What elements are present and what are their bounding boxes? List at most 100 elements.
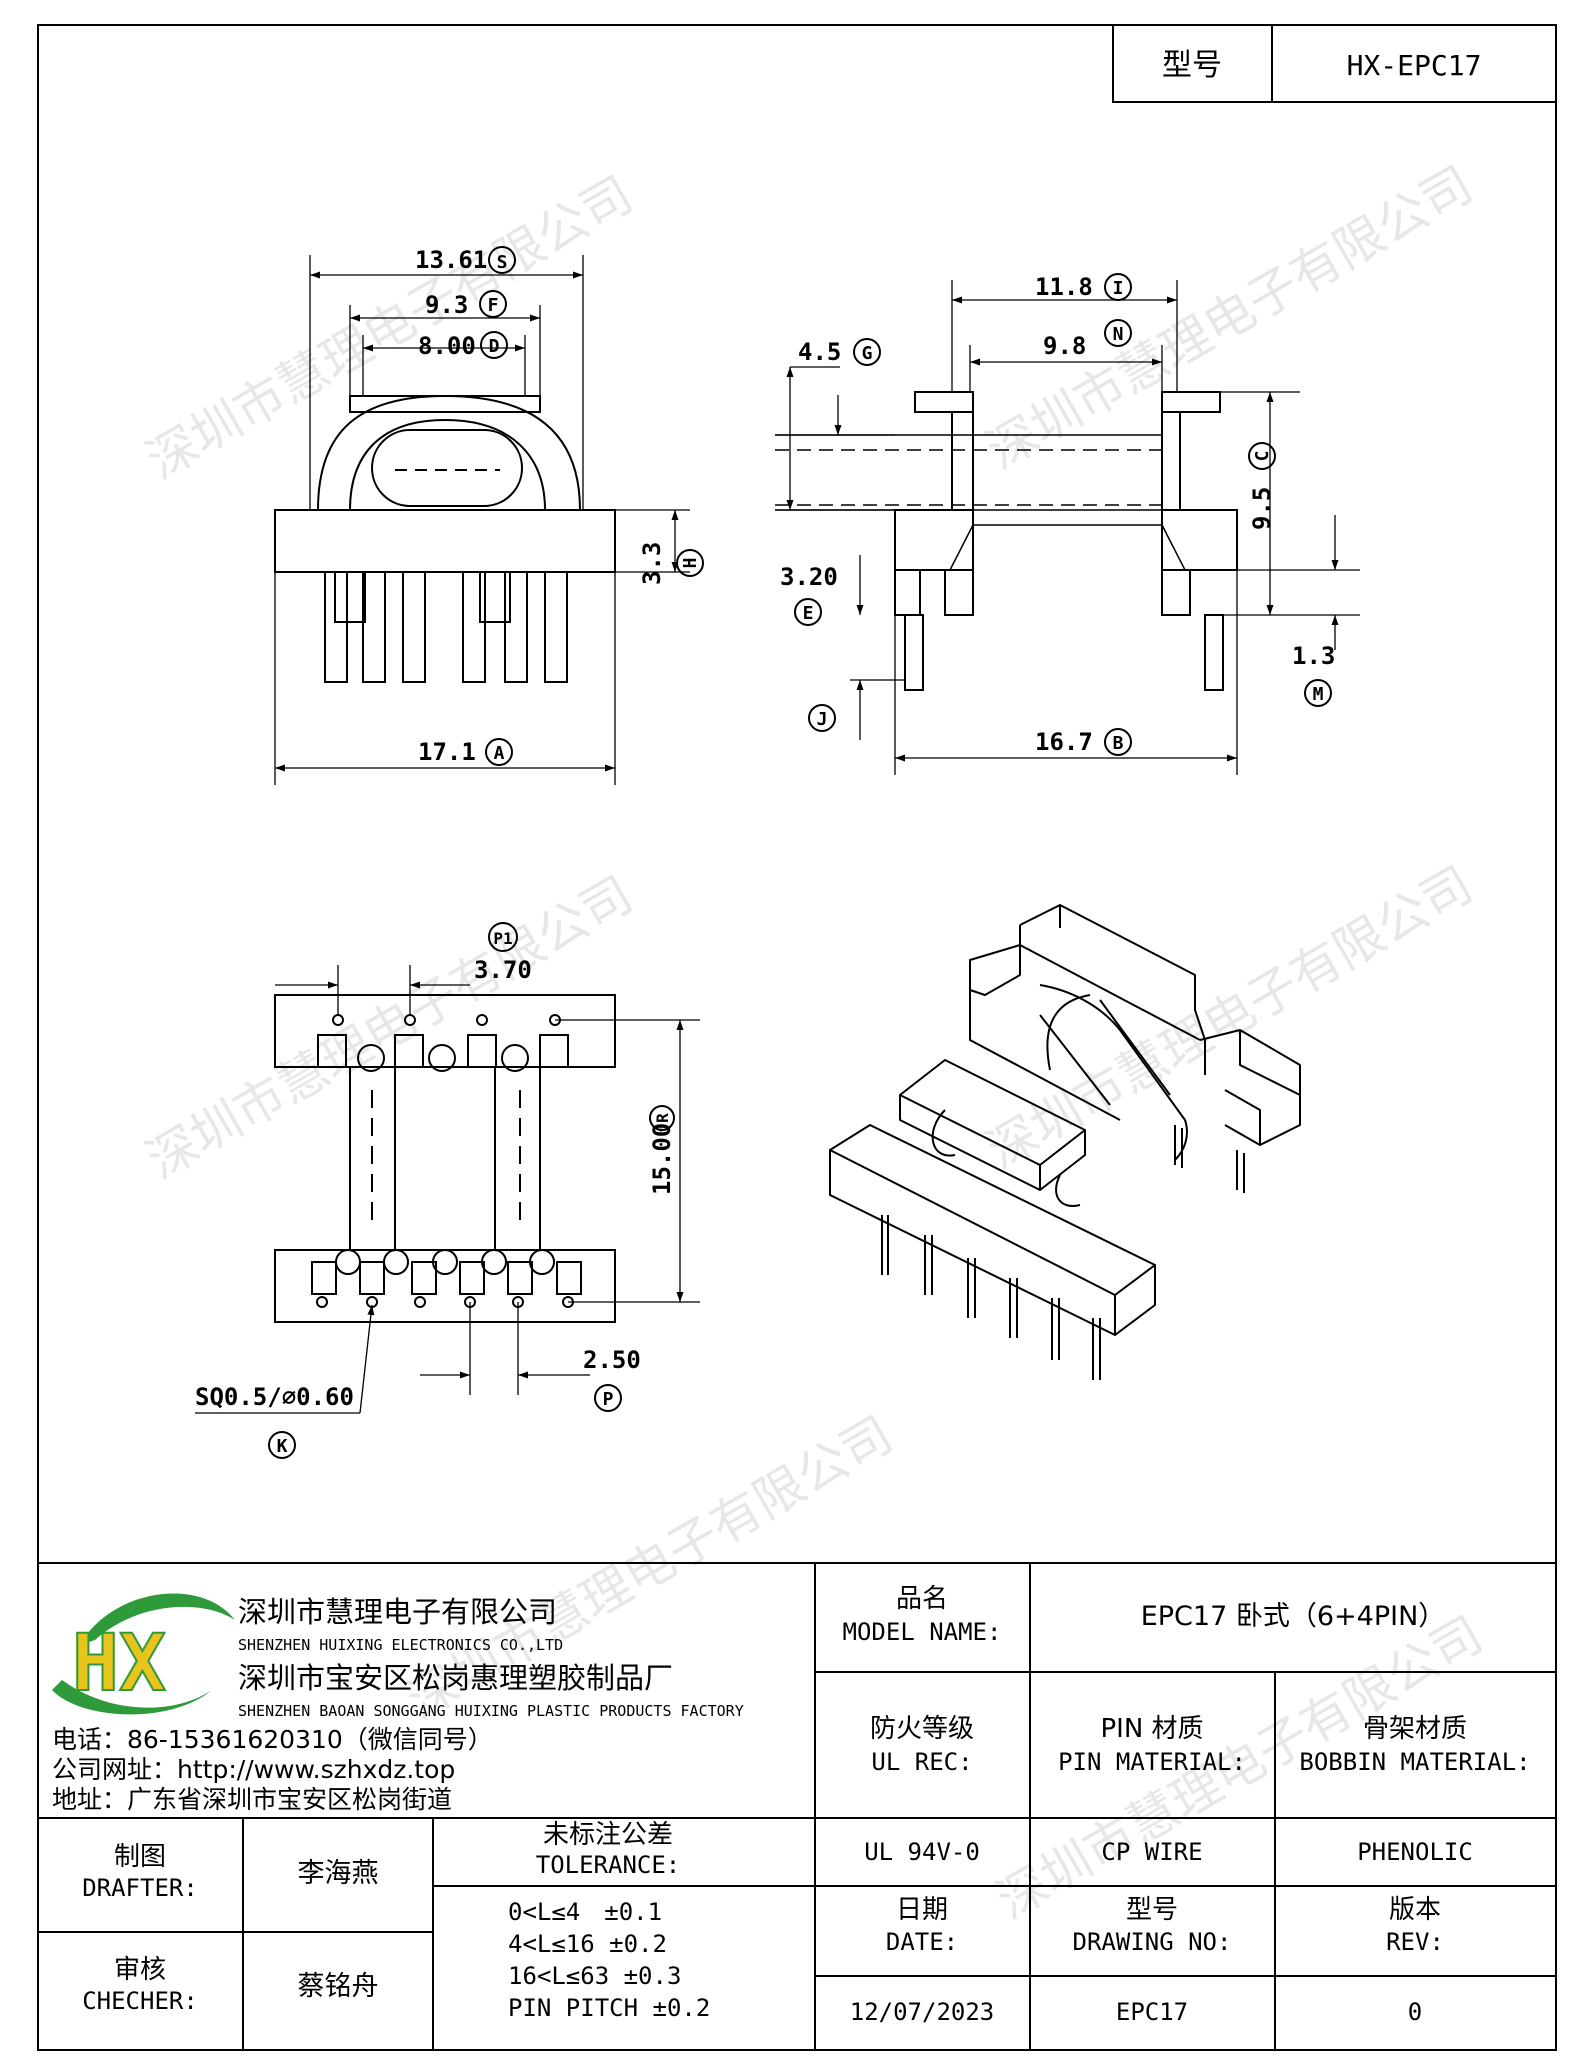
front-view — [274, 255, 690, 785]
tolerance-line-1: 0<L≤4 ±0.1 — [508, 1898, 662, 1926]
dim-a-value: 17.1 — [418, 738, 476, 766]
header-model-label: 型号 — [1162, 48, 1222, 83]
pin-material-cn: PIN 材质 — [1100, 1714, 1203, 1744]
title-block — [38, 1562, 1556, 2050]
header-model-value: HX-EPC17 — [1347, 49, 1482, 82]
checker-cn: 审核 — [114, 1955, 166, 1985]
header-model-box: 型号 HX-EPC17 — [1112, 24, 1557, 103]
callout-p1-label: P1 — [493, 929, 512, 948]
sheet-border — [37, 24, 1557, 2051]
drawing-no-value: EPC17 — [1116, 1998, 1188, 2026]
tolerance-line-4: PIN PITCH ±0.2 — [508, 1994, 710, 2022]
model-name-cn: 品名 — [896, 1584, 948, 1614]
callout-r-label: R — [653, 1113, 672, 1123]
dim-k-value: SQ0.5/⌀0.60 — [195, 1383, 354, 1411]
callout-h-circle — [676, 549, 704, 577]
callout-j-label: J — [817, 709, 828, 730]
watermark-1: 深圳市慧理电子有限公司 — [137, 165, 642, 490]
watermark-2: 深圳市慧理电子有限公司 — [977, 155, 1482, 480]
callout-c-label: C — [1252, 451, 1273, 462]
factory-name-en: SHENZHEN BAOAN SONGGANG HUIXING PLASTIC … — [238, 1702, 744, 1720]
tolerance-cn: 未标注公差 — [543, 1820, 673, 1850]
drawing-no-en: DRAWING NO: — [1073, 1928, 1232, 1956]
drafter-en: DRAFTER: — [82, 1874, 198, 1902]
callout-n-circle — [1104, 319, 1132, 347]
callout-g-circle — [853, 338, 881, 366]
date-cn: 日期 — [896, 1895, 948, 1925]
side-view-labels: 11.8 I 9.8 N 4.5 G 9.5 C 3.20 E J 1.3 M … — [780, 273, 1335, 756]
dim-p1-value: 3.70 — [474, 956, 532, 984]
callout-i-label: I — [1113, 278, 1124, 299]
isometric-view — [829, 904, 1301, 1380]
rev-cn: 版本 — [1389, 1895, 1441, 1925]
callout-h-label: H — [680, 558, 701, 569]
dim-g-value: 4.5 — [798, 338, 841, 366]
dim-m-value: 1.3 — [1292, 642, 1335, 670]
factory-name-cn: 深圳市宝安区松岗惠理塑胶制品厂 — [238, 1661, 673, 1695]
tolerance-line-3: 16<L≤63 ±0.3 — [508, 1962, 681, 1990]
callout-g-label: G — [862, 343, 873, 364]
model-name-en: MODEL NAME: — [843, 1618, 1002, 1646]
dim-r-value: 15.00 — [648, 1123, 676, 1195]
tolerance-line-2: 4<L≤16 ±0.2 — [508, 1930, 667, 1958]
callout-e-circle — [794, 598, 822, 626]
tolerance-en: TOLERANCE: — [536, 1851, 681, 1879]
watermark-3: 深圳市慧理电子有限公司 — [137, 865, 642, 1190]
callout-a-circle — [485, 738, 513, 766]
ul-rec-en: UL REC: — [871, 1748, 972, 1776]
callout-m-label: M — [1313, 684, 1324, 705]
bottom-view — [195, 965, 700, 1414]
company-address: 地址：广东省深圳市宝安区松岗街道 — [52, 1785, 452, 1814]
dim-b-value: 16.7 — [1035, 728, 1093, 756]
ul-rec-cn: 防火等级 — [870, 1714, 974, 1744]
dim-d-value: 8.00 — [418, 332, 476, 360]
callout-j-circle — [808, 704, 836, 732]
dim-c-value: 9.5 — [1248, 487, 1276, 530]
date-en: DATE: — [886, 1928, 958, 1956]
callout-d-circle — [480, 331, 508, 359]
title-block-text: 品名 MODEL NAME: EPC17 卧式（6+4PIN） 防火等级 UL … — [82, 1584, 1530, 2026]
dim-e-value: 3.20 — [780, 563, 838, 591]
company-info: 深圳市慧理电子有限公司 SHENZHEN HUIXING ELECTRONICS… — [52, 1595, 744, 1814]
pin-material-value: CP WIRE — [1101, 1838, 1202, 1866]
checker-en: CHECHER: — [82, 1987, 198, 2015]
rev-value: 0 — [1408, 1998, 1422, 2026]
drafter-cn: 制图 — [114, 1842, 166, 1872]
callout-b-circle — [1104, 728, 1132, 756]
callout-r-circle — [649, 1105, 675, 1131]
front-view-labels: 13.61 S 9.3 F 8.00 D 17.1 A 3.3 H — [415, 246, 704, 766]
bottom-view-labels: P1 3.70 15.00 R 2.50 P SQ0.5/⌀0.60 K — [195, 922, 676, 1459]
callout-p-label: P — [603, 1389, 614, 1410]
drawing-no-cn: 型号 — [1126, 1895, 1178, 1925]
callout-c-circle — [1248, 442, 1276, 470]
drafter-name: 李海燕 — [298, 1858, 379, 1889]
callout-s-circle — [488, 246, 516, 274]
callout-s-label: S — [497, 252, 508, 273]
logo-swoosh-bottom — [52, 1680, 212, 1715]
callout-p-circle — [594, 1384, 622, 1412]
callout-e-label: E — [803, 603, 814, 624]
logo-swoosh-top — [80, 1593, 235, 1645]
callout-k-label: K — [277, 1436, 288, 1457]
dim-n-value: 9.8 — [1043, 332, 1086, 360]
callout-b-label: B — [1113, 733, 1124, 754]
checker-name: 蔡铭舟 — [298, 1971, 379, 2002]
company-name-cn: 深圳市慧理电子有限公司 — [238, 1595, 557, 1629]
callout-m-circle — [1304, 679, 1332, 707]
company-website: 公司网址：http://www.szhxdz.top — [52, 1755, 455, 1784]
pin-material-en: PIN MATERIAL: — [1058, 1748, 1246, 1776]
callout-f-circle — [479, 290, 507, 318]
callout-p1-circle — [488, 922, 518, 952]
dim-h-value: 3.3 — [638, 542, 666, 585]
callout-d-label: D — [489, 336, 500, 357]
logo-letters: HX — [72, 1619, 166, 1709]
bobbin-material-cn: 骨架材质 — [1363, 1714, 1467, 1744]
model-name-value: EPC17 卧式（6+4PIN） — [1141, 1601, 1446, 1632]
bobbin-material-en: BOBBIN MATERIAL: — [1299, 1748, 1530, 1776]
ul-rec-value: UL 94V-0 — [864, 1838, 980, 1866]
callout-a-label: A — [494, 743, 505, 764]
rev-en: REV: — [1386, 1928, 1444, 1956]
bobbin-material-value: PHENOLIC — [1357, 1838, 1473, 1866]
dim-f-value: 9.3 — [425, 291, 468, 319]
date-value: 12/07/2023 — [850, 1998, 995, 2026]
